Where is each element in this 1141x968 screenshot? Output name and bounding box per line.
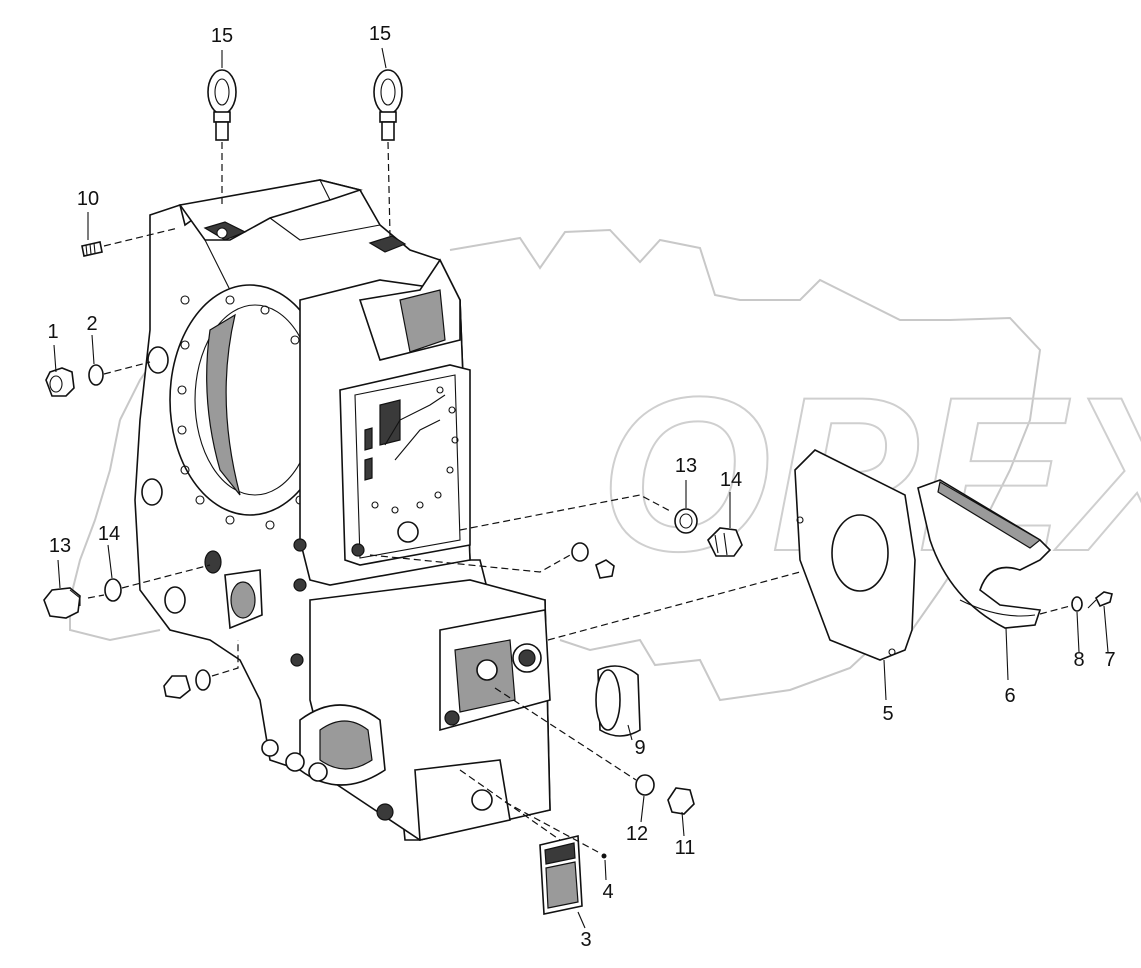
- transmission-housing: [134, 179, 551, 841]
- callout-5: 5: [882, 703, 893, 725]
- washer-8: [1071, 596, 1083, 612]
- plug-11: [667, 787, 695, 815]
- seal-ring-13-right: [674, 508, 698, 534]
- callout-12: 12: [626, 823, 648, 845]
- callout-14-left: 14: [98, 523, 120, 545]
- seal-ring-2: [88, 361, 151, 386]
- callout-labels: 15 15 10 1 2 13 14 13 14 5 6 8 7 9 12 11…: [47, 23, 1115, 951]
- callout-13-right: 13: [675, 455, 697, 477]
- callout-3: 3: [580, 929, 591, 951]
- cover-plate-5: [547, 449, 916, 661]
- shield-6: [917, 479, 1052, 629]
- screw-10: [81, 227, 179, 257]
- callout-7: 7: [1104, 649, 1115, 671]
- callout-10: 10: [77, 188, 99, 210]
- plug-1: [45, 367, 75, 397]
- seal-ring-12: [494, 687, 655, 796]
- plug-13-left: [43, 587, 81, 619]
- callout-2: 2: [86, 313, 97, 335]
- seal-ring-14-left: [87, 564, 211, 602]
- cover-cap-9: [595, 665, 641, 737]
- bolt-7: [1039, 591, 1113, 615]
- callout-15-right: 15: [369, 23, 391, 45]
- callout-4: 4: [602, 881, 613, 903]
- callout-14-right: 14: [720, 469, 742, 491]
- callout-15-left: 15: [211, 25, 233, 47]
- plug-lower-left: [163, 640, 239, 699]
- callout-11: 11: [675, 837, 696, 859]
- eye-bolt-right: [373, 69, 403, 237]
- callout-9: 9: [634, 737, 645, 759]
- callout-6: 6: [1004, 685, 1015, 707]
- eye-bolt-left: [207, 69, 237, 205]
- callout-13-left: 13: [49, 535, 71, 557]
- leader-lines: [53, 47, 1109, 929]
- rivet-4: [504, 801, 607, 859]
- nameplate-3: [459, 769, 583, 915]
- callout-1: 1: [47, 321, 58, 343]
- callout-8: 8: [1073, 649, 1084, 671]
- plug-14-right: [459, 494, 743, 557]
- seal-plug-middle: [369, 542, 615, 579]
